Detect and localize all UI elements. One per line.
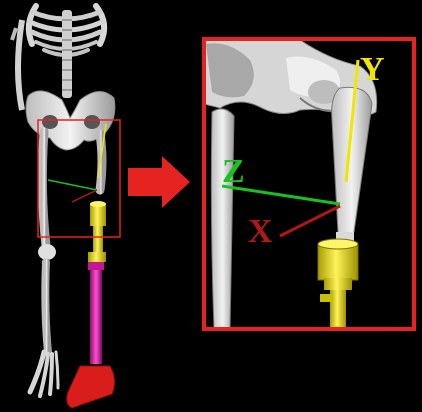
femur-left <box>42 132 46 246</box>
pylon <box>90 264 102 364</box>
femur-left-zoomed <box>211 109 234 329</box>
axis-y-label: Y <box>360 51 385 88</box>
tibia-left <box>45 262 48 352</box>
knee-left <box>38 244 56 260</box>
axis-z-label: Z <box>222 153 245 190</box>
spine <box>62 10 72 98</box>
pylon-adapter <box>88 262 104 270</box>
axis-x-label: X <box>248 213 273 250</box>
